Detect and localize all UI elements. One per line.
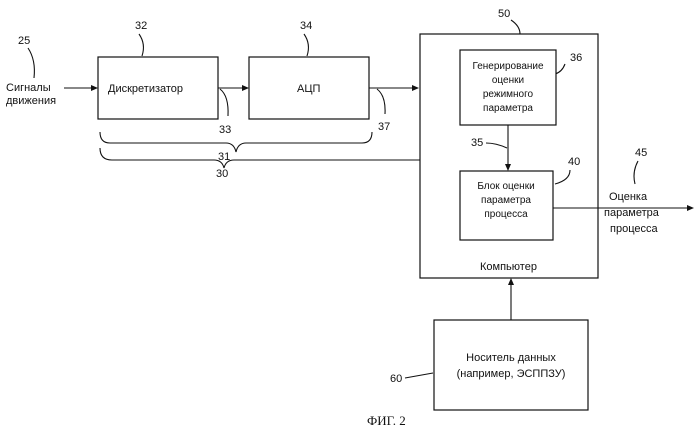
output-label-line2: параметра xyxy=(604,207,660,219)
storage-line2: (например, ЭСППЗУ) xyxy=(457,368,566,380)
storage-computer-arrowhead xyxy=(508,278,514,285)
adc-computer-arrowhead xyxy=(412,85,419,91)
storage-ref-number: 60 xyxy=(390,373,402,385)
computer-leader-line xyxy=(511,20,520,34)
output-arrowhead xyxy=(687,205,694,211)
input-arrowhead xyxy=(91,85,98,91)
mode-estimator-line2: оценки xyxy=(492,75,524,86)
mode-estimator-line4: параметра xyxy=(483,103,533,114)
sampler-label: Дискретизатор xyxy=(108,83,183,95)
output-ref-number: 45 xyxy=(635,147,647,159)
process-estimator-line3: процесса xyxy=(484,209,528,220)
adc-label: АЦП xyxy=(297,83,320,95)
signals-label-line1: Сигналы xyxy=(6,82,51,94)
output-label-line3: процесса xyxy=(610,223,658,235)
computer-ref-number: 50 xyxy=(498,8,510,20)
output-label-line1: Оценка xyxy=(609,191,648,203)
inner-brace xyxy=(100,132,372,152)
adc-computer-ref-number: 37 xyxy=(378,121,390,133)
process-estimator-line1: Блок оценки xyxy=(477,181,534,192)
signals-ref-number: 25 xyxy=(18,35,30,47)
sampler-adc-arrowhead xyxy=(242,85,249,91)
process-estimator-line2: параметра xyxy=(481,195,531,206)
mode-process-ref-number: 35 xyxy=(471,137,483,149)
storage-block xyxy=(434,320,588,410)
sampler-adc-leader-line xyxy=(220,89,228,116)
output-leader-line xyxy=(634,161,638,184)
signals-label-line2: движения xyxy=(6,95,56,107)
mode-estimator-line3: режимного xyxy=(483,89,534,100)
figure-caption: ФИГ. 2 xyxy=(367,413,406,428)
adc-leader-line xyxy=(304,34,308,56)
adc-ref-number: 34 xyxy=(300,20,312,32)
storage-line1: Носитель данных xyxy=(466,352,556,364)
sampler-ref-number: 32 xyxy=(135,20,147,32)
outer-brace-ref-number: 30 xyxy=(216,168,228,180)
sampler-leader-line xyxy=(139,34,143,56)
sampler-adc-ref-number: 33 xyxy=(219,124,231,136)
storage-leader-line xyxy=(405,373,433,378)
computer-label: Компьютер xyxy=(480,261,537,273)
signals-leader-line xyxy=(28,48,34,78)
mode-estimator-line1: Генерирование xyxy=(472,61,544,72)
process-estimator-ref-number: 40 xyxy=(568,156,580,168)
adc-computer-leader-line xyxy=(377,89,385,114)
mode-estimator-ref-number: 36 xyxy=(570,52,582,64)
